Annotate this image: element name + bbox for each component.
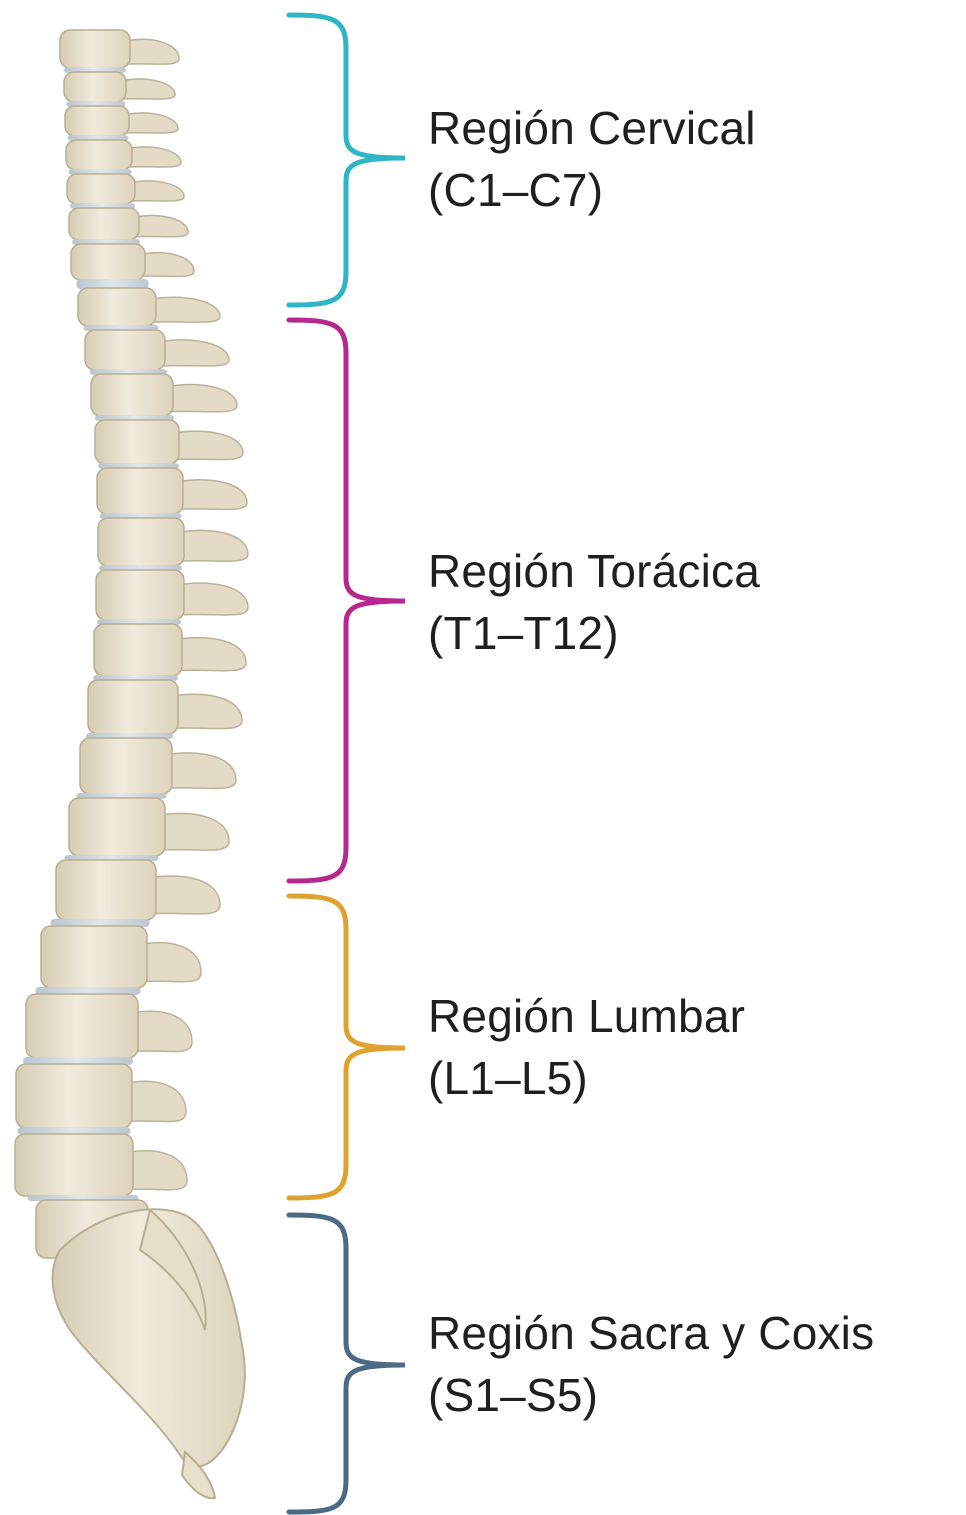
vertebral-body [69,798,165,856]
spinous-process [176,638,246,671]
cervical-region-range: (C1–C7) [428,159,756,221]
vertebral-body [98,518,184,566]
spinous-process [129,181,184,201]
sacral-region-label: Región Sacra y Coxis (S1–S5) [428,1302,874,1426]
spinous-process [166,753,236,789]
vertebral-body [65,106,129,136]
cervical-bracket [289,15,405,305]
vertebral-body [91,374,173,416]
spinous-process [177,480,247,510]
vertebral-body [95,420,179,464]
spinous-process [127,1151,187,1190]
spinous-process [167,385,237,412]
lumbar-bracket [289,896,405,1198]
thoracic-bracket [289,320,405,881]
vertebral-body [88,680,178,734]
spine-illustration [15,30,248,1498]
spinous-process [126,147,181,167]
vertebral-body [56,860,156,920]
spinous-process [173,431,243,459]
vertebral-bodies [15,30,184,1258]
vertebral-body [67,174,135,204]
vertebral-body [26,994,138,1058]
cervical-region-name: Región Cervical [428,97,756,159]
vertebral-body [96,570,184,620]
lumbar-region-name: Región Lumbar [428,985,745,1047]
sacral-bracket [289,1215,405,1512]
vertebral-body [66,140,132,170]
thoracic-region-label: Región Torácica (T1–T12) [428,540,760,664]
spinous-process [150,876,220,914]
spinous-process [124,39,179,64]
cervical-region-label: Región Cervical (C1–C7) [428,97,756,221]
spinous-process [178,583,248,615]
vertebral-body [78,288,156,326]
vertebral-body [64,72,126,102]
spinous-process [123,113,178,133]
spinous-process [159,813,229,850]
spinous-process [150,297,220,322]
spinous-process [132,1011,192,1051]
spinous-process [139,253,194,277]
spinous-process [120,79,175,99]
sacral-region-name: Región Sacra y Coxis [428,1302,874,1364]
vertebral-body [80,738,172,794]
spinous-process [172,694,242,728]
spinous-process [178,530,248,561]
vertebral-body [85,330,165,370]
spinous-process [141,943,201,982]
vertebral-body [71,244,145,280]
lumbar-region-label: Región Lumbar (L1–L5) [428,985,745,1109]
sacral-region-range: (S1–S5) [428,1364,874,1426]
vertebral-body [16,1064,132,1128]
vertebral-body [41,926,147,988]
vertebral-body [15,1134,133,1196]
vertebral-body [60,30,130,68]
spinous-process [126,1081,186,1121]
sacrum-and-coccyx [53,1209,245,1498]
spinous-process [133,216,188,237]
spinous-process [159,340,229,366]
vertebral-body [69,208,139,240]
lumbar-region-range: (L1–L5) [428,1047,745,1109]
thoracic-region-name: Región Torácica [428,540,760,602]
vertebral-body [97,468,183,514]
vertebral-body [94,624,182,676]
thoracic-region-range: (T1–T12) [428,602,760,664]
